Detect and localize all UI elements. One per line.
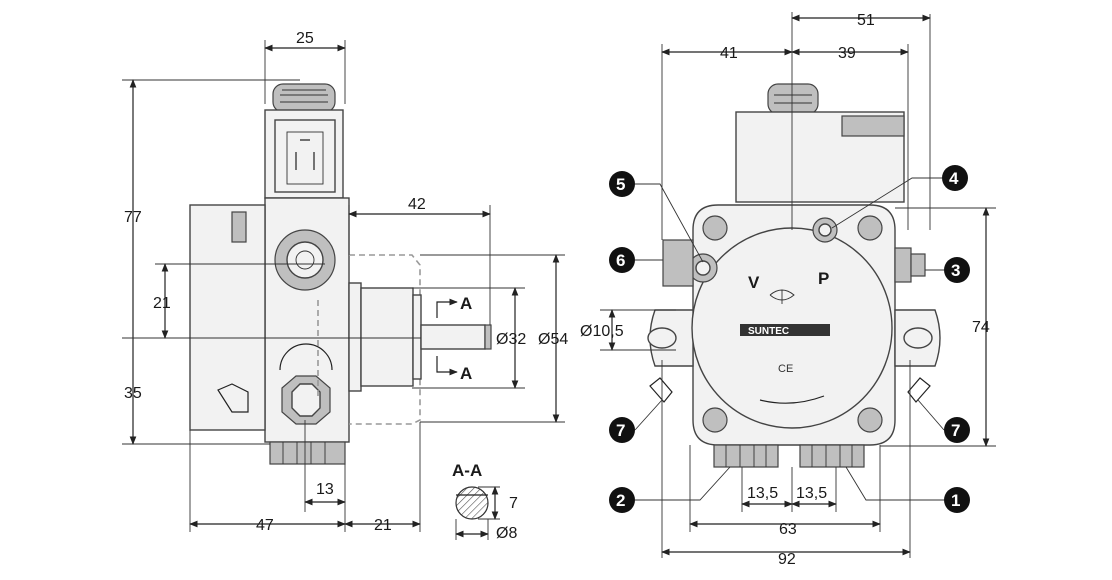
connector-ribs [280,89,328,103]
solenoid-face [274,119,336,193]
label-v: V [748,273,760,292]
front-view: V P SUNTEC CE 51 41 39 74 [580,12,996,568]
callout-1 [944,487,970,513]
section-dim-7: 7 [509,495,518,512]
port-6-bore [695,260,711,276]
dim-13: 13 [316,481,334,498]
dim-13-5-left: 13,5 [747,485,778,502]
top-connector [272,83,336,113]
left-nub [649,377,673,403]
callout-6 [609,247,635,273]
svg-text:1: 1 [951,491,960,510]
section-marker-top: A [460,294,472,313]
port-ribs [282,442,326,464]
shaft-face [412,294,422,380]
section-shaft [455,486,489,520]
dim-74: 74 [972,319,990,336]
svg-text:5: 5 [616,175,625,194]
section-marker-bottom: A [460,364,472,383]
bottom-port-right [799,444,865,468]
dim-35: 35 [124,385,142,402]
dim-13-5-right: 13,5 [796,485,827,502]
dim-51: 51 [857,12,875,29]
front-dimensions: 51 41 39 74 Ø10,5 13,5 13,5 [580,12,996,568]
svg-text:2: 2 [616,491,625,510]
section-a-a: A-A 7 Ø8 [452,461,518,542]
front-top-connector [767,83,819,115]
brand-plate [740,324,830,336]
left-fitting [662,239,694,287]
dim-47: 47 [256,517,274,534]
right-ear-hole [903,327,933,349]
bottom-hex-inner [291,383,321,417]
logo-mark [769,289,795,304]
dim-63: 63 [779,521,797,538]
bolt-top-right [857,215,883,241]
section-title: A-A [452,461,482,480]
right-fitting [894,247,912,283]
port-4-bore [818,223,832,237]
side-bottom-ports [269,441,346,465]
fitting-nut-bore [295,250,315,270]
svg-text:3: 3 [951,261,960,280]
ce-mark: CE [778,363,793,375]
dim-25: 25 [296,30,314,47]
right-fitting-cap [910,253,926,277]
shaft-collar [348,282,362,392]
dim-41: 41 [720,45,738,62]
shaft-end [484,324,492,350]
fitting-nut-inner [286,241,324,279]
bolt-bottom-left [702,407,728,433]
bottom-port-left [713,444,779,468]
callout-2 [609,487,635,513]
callout-3 [944,257,970,283]
mounting-flange [189,204,266,431]
dim-dia-32: Ø32 [496,331,526,348]
svg-text:7: 7 [616,421,625,440]
left-ear-hole [647,327,677,349]
callout-7-left [609,417,635,443]
dim-39: 39 [838,45,856,62]
section-dia-8: Ø8 [496,525,517,542]
bolt-top-left [702,215,728,241]
dim-77: 77 [124,209,142,226]
dim-92: 92 [778,551,796,568]
front-connector-ribs [774,94,812,104]
side-view: 25 77 21 35 42 Ø32 [122,30,568,534]
bolt-bottom-right [857,407,883,433]
shaft-bearing [360,287,414,387]
disc-arc [759,395,825,404]
callout-5 [609,171,635,197]
side-dimensions: 25 77 21 35 42 Ø32 [122,30,568,534]
dim-42: 42 [408,196,426,213]
callout-4 [942,165,968,191]
plug-pins [295,139,315,170]
label-p: P [818,269,829,288]
callout-7-right [944,417,970,443]
solenoid-cable [841,115,905,137]
dim-dia-54: Ø54 [538,331,568,348]
bottom-port-ribs [725,445,853,467]
flange-latch [217,383,249,413]
dim-21-height: 21 [153,295,171,312]
callouts: 5 4 6 3 7 7 2 1 [609,165,970,513]
shaft [420,324,486,350]
dim-21-width: 21 [374,517,392,534]
plug-socket [286,131,324,185]
right-nub [907,377,931,403]
svg-text:6: 6 [616,251,625,270]
flange-clip [231,211,247,243]
dim-dia-10-5: Ø10,5 [580,323,624,340]
bottom-arc [279,343,333,371]
svg-text:7: 7 [951,421,960,440]
brand-text: SUNTEC [748,326,789,337]
svg-text:4: 4 [949,169,959,188]
